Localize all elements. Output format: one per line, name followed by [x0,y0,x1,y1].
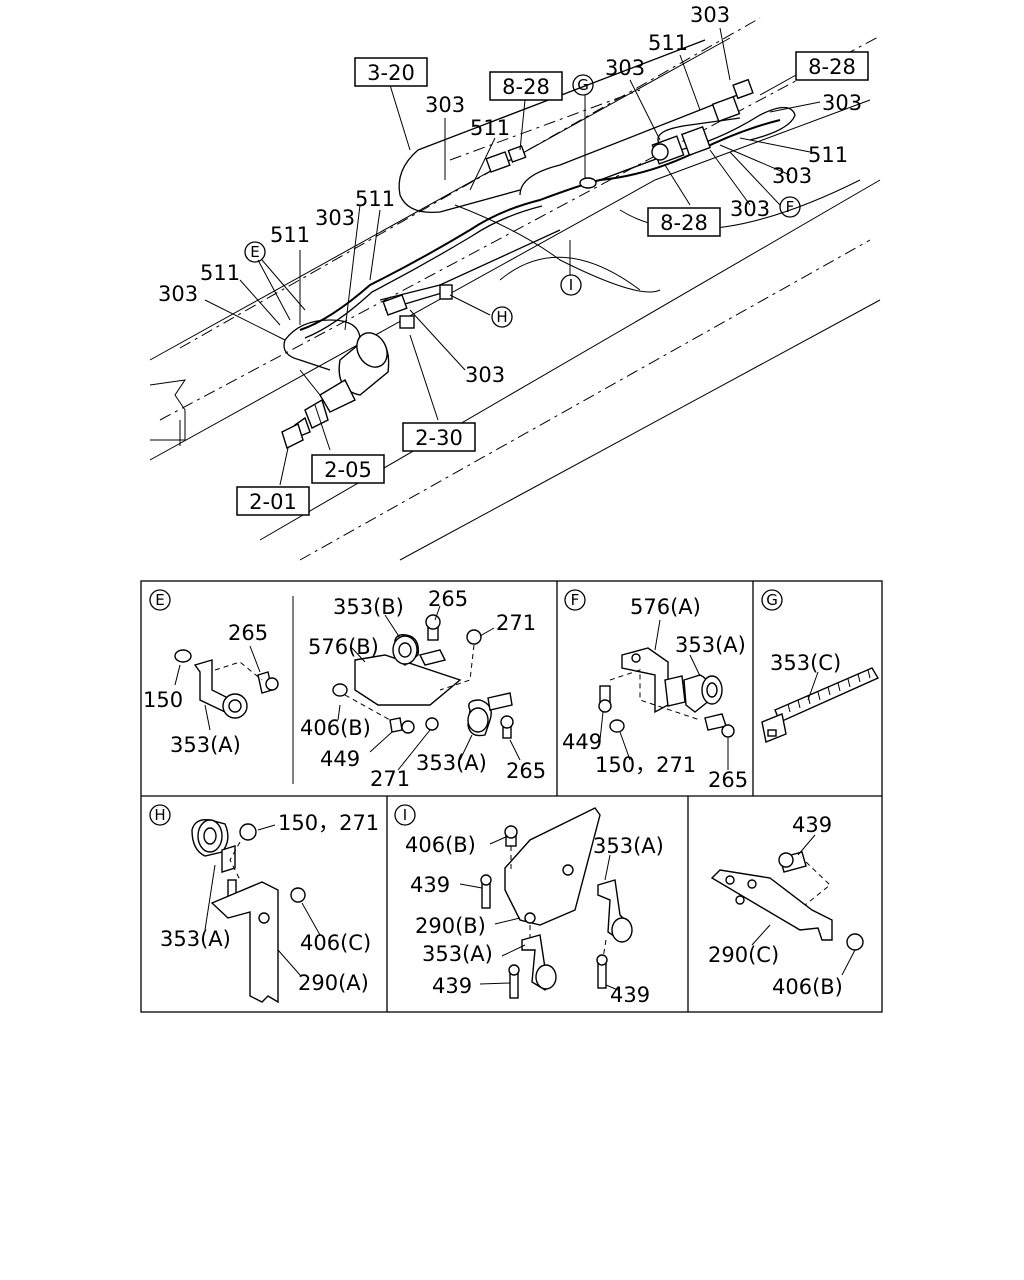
ref-3-20: 3-20 [367,61,415,85]
callout-303: 303 [425,93,465,117]
callout-511: 511 [470,116,510,140]
callout-511: 511 [355,187,395,211]
label-406-b: 406(B) [772,975,843,999]
detail-f: F 576(A) 353(A) 449 150，271 265 [562,589,748,792]
label-150-271: 150，271 [278,811,379,835]
label-150: 150 [143,688,183,712]
ref-8-28-right: 8-28 [808,55,856,79]
label-406-c: 406(C) [300,931,371,955]
callout-511: 511 [808,143,848,167]
detail-f-marker: F [571,591,580,609]
callout-511: 511 [200,261,240,285]
marker-h: H [496,308,507,326]
label-449: 449 [320,747,360,771]
ref-8-28-top: 8-28 [502,75,550,99]
marker-e: E [250,243,259,261]
label-290-c: 290(C) [708,943,779,967]
label-449: 449 [562,730,602,754]
callout-303: 303 [315,206,355,230]
detail-g: G 353(C) [761,589,880,743]
detail-bracket-290c: 439 290(C) 406(B) [708,813,864,999]
ref-2-30: 2-30 [415,426,463,450]
label-271: 271 [370,767,410,791]
callout-303: 303 [690,3,730,27]
callout-303: 303 [730,197,770,221]
detail-i: I 406(B) 353(A) 439 290(B) 353(A) 439 43… [394,804,664,1007]
ref-8-28-mid: 8-28 [660,211,708,235]
callout-303: 303 [822,91,862,115]
detail-grid [140,580,883,1013]
label-353-a: 353(A) [160,927,231,951]
label-439: 439 [432,974,472,998]
callout-303: 303 [158,282,198,306]
label-290-a: 290(A) [298,971,369,995]
marker-i: I [569,276,573,294]
marker-g: G [577,76,589,94]
detail-i-marker: I [403,806,407,824]
label-265: 265 [428,587,468,611]
label-353-c: 353(C) [770,651,841,675]
label-439: 439 [792,813,832,837]
detail-h: H 150，271 353(A) 406(C) 290(A) [149,804,379,1004]
detail-h-marker: H [154,806,165,824]
label-271: 271 [496,611,536,635]
ref-2-01: 2-01 [249,490,297,514]
callout-511: 511 [648,31,688,55]
callout-303: 303 [465,363,505,387]
label-353-a: 353(A) [416,751,487,775]
main-assembly-view: 3-20 8-28 8-28 8-28 2-30 2-05 2-01 303 5… [149,3,881,561]
marker-f: F [786,198,795,216]
detail-e-marker: E [155,591,164,609]
ref-2-05: 2-05 [324,458,372,482]
label-150-271: 150，271 [595,753,696,777]
label-353-b: 353(B) [333,595,404,619]
label-406-b: 406(B) [405,833,476,857]
label-439: 439 [410,873,450,897]
label-576-b: 576(B) [308,635,379,659]
callout-511: 511 [270,223,310,247]
label-576-a: 576(A) [630,595,701,619]
label-439: 439 [610,983,650,1007]
label-265: 265 [506,759,546,783]
label-265: 265 [708,768,748,792]
callout-303: 303 [772,164,812,188]
callout-303: 303 [605,56,645,80]
label-290-b: 290(B) [415,914,486,938]
label-353-a: 353(A) [593,834,664,858]
label-406-b: 406(B) [300,716,371,740]
detail-e: E 265 150 353(A) [143,587,546,791]
detail-g-marker: G [766,591,778,609]
label-353-a: 353(A) [675,633,746,657]
label-353-a: 353(A) [170,733,241,757]
label-353-a: 353(A) [422,942,493,966]
label-265: 265 [228,621,268,645]
